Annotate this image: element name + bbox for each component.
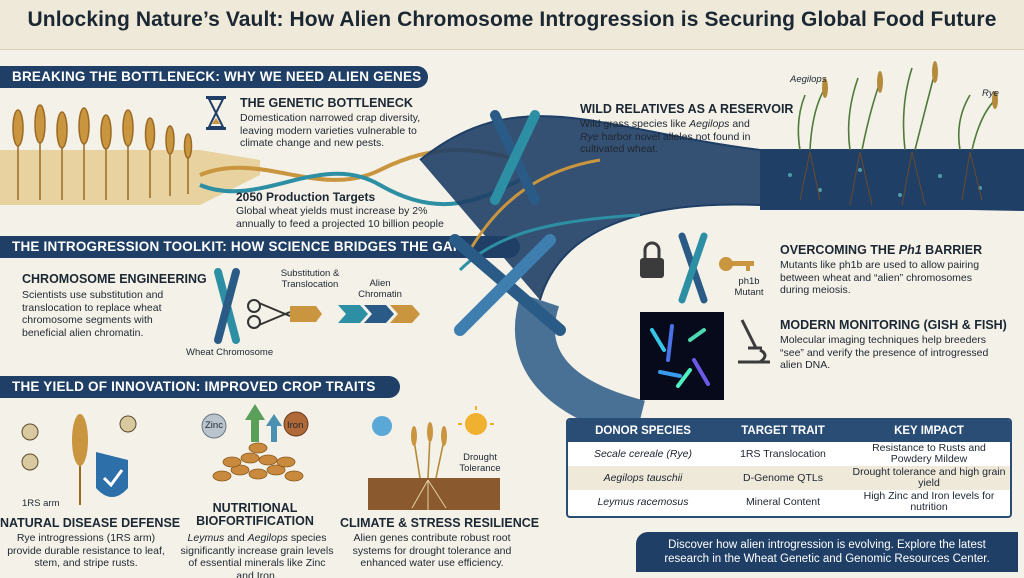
table-row: Leymus racemosus Mineral Content High Zi… [568,490,1010,514]
wheat-shield-illustration [21,414,137,505]
table-cell: Drought tolerance and high grain yield [852,466,1006,489]
key-icon [719,257,754,271]
production-heading: 2050 Production Targets [236,190,376,204]
donor-species-table: DONOR SPECIES TARGET TRAIT KEY IMPACT Se… [566,418,1012,518]
table-cell: Mineral Content [745,495,821,508]
genetic-bottleneck-heading: THE GENETIC BOTTLENECK [240,96,413,110]
iron-label: Iron [287,420,304,431]
section-banner-toolkit: THE INTROGRESSION TOOLKIT: HOW SCIENCE B… [0,236,520,258]
rye-label: Rye [982,88,999,99]
table-cell: D-Genome QTLs [743,471,823,484]
1rs-arm-label: 1RS arm [22,498,60,509]
table-header: KEY IMPACT [894,424,964,437]
disease-defense-text: Rye introgressions (1RS arm) provide dur… [7,532,165,569]
section-banner-yield: THE YIELD OF INNOVATION: IMPROVED CROP T… [0,376,400,398]
ph1-text: Mutants like ph1b are used to allow pair… [780,259,980,296]
drought-wheat-illustration [368,406,500,510]
table-header-row: DONOR SPECIES TARGET TRAIT KEY IMPACT [568,420,1010,442]
monitoring-heading: MODERN MONITORING (GISH & FISH) [780,318,1007,332]
chromatin-segment-icon [290,306,322,322]
wild-grass-illustration [797,67,996,151]
table-cell: Leymus racemosus [597,495,689,508]
substitution-label: Substitution & Translocation [280,268,340,290]
grain-pile-illustration [201,404,309,482]
microscope-icon [738,319,770,364]
section-banner-bottleneck: BREAKING THE BOTTLENECK: WHY WE NEED ALI… [0,66,428,88]
table-cell: 1RS Translocation [740,447,826,460]
alien-chromatin-chevrons-icon [338,305,420,323]
wild-relatives-text: Wild grass species like Aegilops and Rye… [580,118,751,155]
table-row: Aegilops tauschii D-Genome QTLs Drought … [568,466,1010,490]
table-header: TARGET TRAIT [741,424,825,437]
chromosome-engineering-heading: CHROMOSOME ENGINEERING [22,272,207,286]
ph1-chromosome-icon [678,232,708,304]
large-chromosome-icon [449,234,566,336]
wheat-field-illustration [0,104,260,205]
cta-banner[interactable]: Discover how alien introgression is evol… [636,532,1018,572]
wild-relatives-heading: WILD RELATIVES AS A RESERVOIR [580,102,794,116]
fish-microscopy-image [640,312,724,400]
aegilops-label: Aegilops [790,74,827,85]
ph1b-mutant-label: ph1b Mutant [734,276,764,298]
table-cell: Resistance to Rusts and Powdery Mildew [872,442,986,465]
wheat-chromosome-label: Wheat Chromosome [186,347,274,358]
biofortification-text: Leymus and Aegilops species significantl… [180,532,334,578]
central-chromosome-icon [490,110,540,205]
genetic-bottleneck-text: Domestication narrowed crap diversity, l… [240,112,421,149]
drought-tolerance-label: Drought Tolerance [459,452,501,474]
monitoring-text: Molecular imaging techniques help breede… [780,334,989,371]
alien-chromatin-label: Alien Chromatin [358,278,402,300]
disease-defense-heading: NATURAL DISEASE DEFENSE [0,516,181,530]
table-cell: High Zinc and Iron levels for nutrition [863,490,995,513]
table-row: Secale cereale (Rye) 1RS Translocation R… [568,442,1010,466]
climate-resilience-heading: CLIMATE & STRESS RESILIENCE [340,516,540,530]
zinc-label: Zinc [205,420,223,431]
scissors-icon [247,299,291,329]
padlock-icon [640,241,664,278]
chromosome-engineering-text: Scientists use substitution and transloc… [22,289,164,339]
hourglass-icon [206,96,226,130]
ph1-heading: OVERCOMING THE Ph1 BARRIER [780,243,983,257]
climate-resilience-text: Alien genes contribute robust root syste… [352,532,512,569]
table-cell: Aegilops tauschii [603,471,683,484]
wheat-chromosome-icon [214,268,240,344]
title-bar: Unlocking Nature’s Vault: How Alien Chro… [0,0,1024,50]
soil-band [760,150,1024,210]
production-text: Global wheat yields must increase by 2% … [236,205,444,230]
table-header: DONOR SPECIES [595,424,691,437]
table-cell: Secale cereale (Rye) [593,447,693,460]
page-title: Unlocking Nature’s Vault: How Alien Chro… [27,8,997,31]
biofortification-heading: NUTRITIONAL BIOFORTIFICATION [196,501,314,528]
